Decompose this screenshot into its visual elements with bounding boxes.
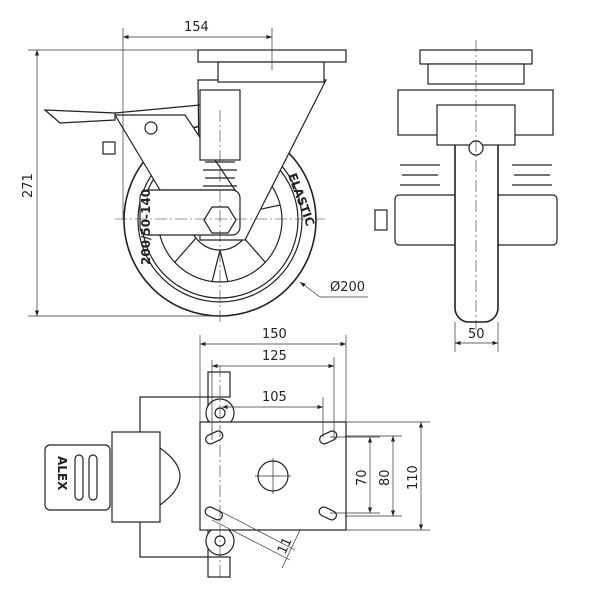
wheel-size-text: 200/50-140 xyxy=(139,189,153,265)
dim-80-label: 80 xyxy=(378,469,393,486)
dim-11-label: 11 xyxy=(275,535,296,556)
dim-271-label: 271 xyxy=(21,173,36,198)
dim-154-label: 154 xyxy=(184,20,209,35)
dim-154: 154 xyxy=(122,20,273,220)
dim-110-label: 110 xyxy=(406,465,421,490)
front-axle-nut xyxy=(374,209,388,231)
dim-70-label: 70 xyxy=(355,469,370,486)
dim-125: 125 xyxy=(211,349,335,440)
top-nut xyxy=(207,371,231,398)
brake-pedal: ALEX xyxy=(44,444,111,511)
dim-125-label: 125 xyxy=(262,349,287,364)
dim-11: 11 xyxy=(211,509,301,569)
front-view: 50 xyxy=(374,40,558,352)
dim-110: 110 xyxy=(346,421,430,531)
dim-50: 50 xyxy=(454,322,499,352)
dim-diameter-label: Ø200 xyxy=(330,280,365,295)
dim-105: 105 xyxy=(222,390,324,437)
dim-150: 150 xyxy=(199,327,347,422)
dim-271: 271 xyxy=(21,49,220,317)
bottom-view: ALEX 150 125 105 xyxy=(44,327,430,580)
dim-70: 70 xyxy=(330,436,380,514)
dim-50-label: 50 xyxy=(468,327,485,342)
brake-logo: ALEX xyxy=(55,456,69,491)
dim-diameter: Ø200 xyxy=(299,280,368,298)
bottom-nut xyxy=(207,556,231,578)
side-view: ELASTIC 200/50-140 154 271 Ø200 xyxy=(21,20,368,322)
dim-80: 80 xyxy=(345,435,402,517)
dim-150-label: 150 xyxy=(262,327,287,342)
side-brake-pedal xyxy=(43,104,201,155)
dim-105-label: 105 xyxy=(262,390,287,405)
